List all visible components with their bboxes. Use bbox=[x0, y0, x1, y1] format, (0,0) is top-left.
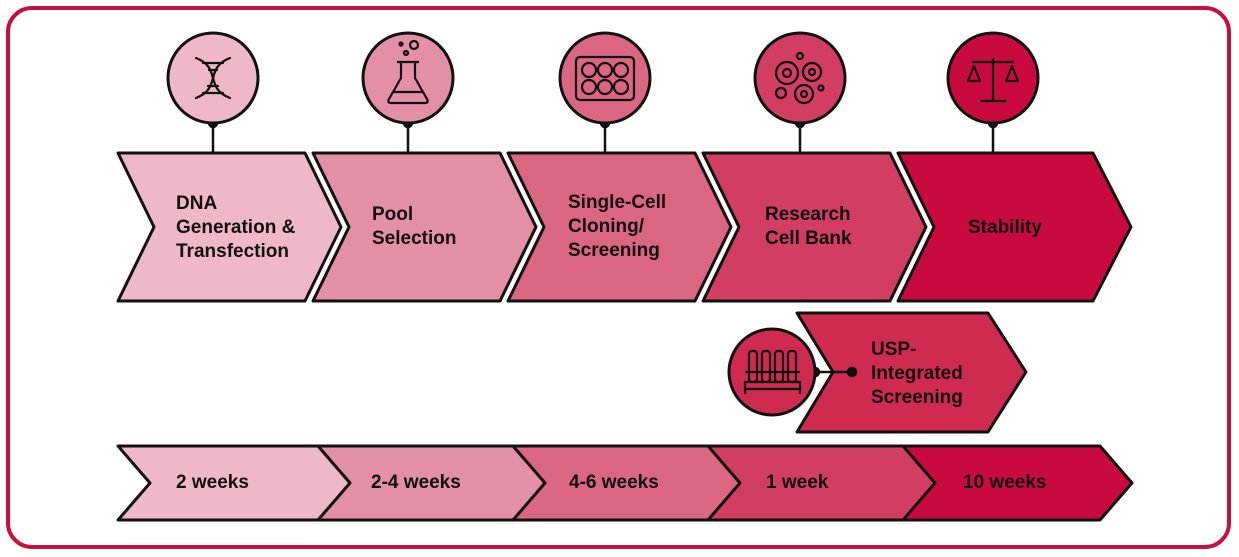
step-1-label: DNA Generation & Transfection bbox=[176, 193, 296, 262]
flask-icon bbox=[387, 39, 429, 105]
step-3-chevron bbox=[506, 151, 733, 303]
duration-2-label: 2-4 weeks bbox=[371, 472, 461, 493]
step-1-chevron bbox=[116, 151, 343, 303]
dna-icon bbox=[194, 56, 232, 100]
duration-5-label: 10 weeks bbox=[963, 472, 1047, 493]
step-2-chevron bbox=[311, 151, 538, 303]
step-2-label: Pool Selection bbox=[372, 204, 457, 249]
well-plate-icon bbox=[574, 55, 636, 102]
duration-1-label: 2 weeks bbox=[176, 472, 249, 493]
step-4-label: Research Cell Bank bbox=[765, 204, 852, 249]
scale-icon bbox=[966, 58, 1020, 103]
step-5-label: Stability bbox=[968, 217, 1042, 238]
cells-icon bbox=[774, 51, 825, 105]
step-3-label: Single-Cell Cloning/ Screening bbox=[568, 192, 667, 261]
step-4-chevron bbox=[701, 151, 928, 303]
diagram-frame bbox=[6, 6, 1231, 549]
test-tubes-icon bbox=[743, 349, 802, 394]
duration-5-chevron bbox=[901, 444, 1134, 522]
duration-4-label: 1 week bbox=[766, 472, 829, 493]
usp-screening-label: USP- Integrated Screening bbox=[871, 339, 963, 408]
step-5-chevron bbox=[896, 151, 1133, 303]
duration-3-label: 4-6 weeks bbox=[569, 472, 659, 493]
